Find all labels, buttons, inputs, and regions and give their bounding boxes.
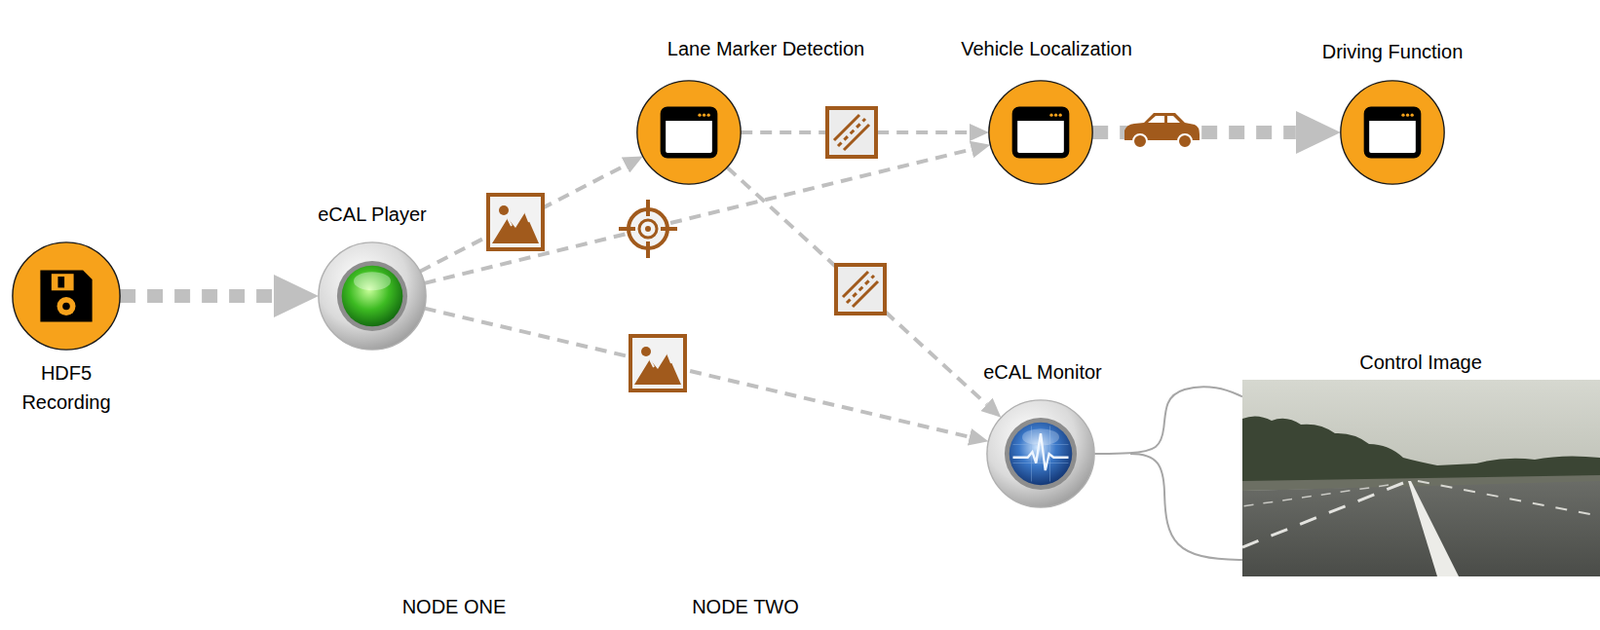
- data-flow-arrow: [424, 308, 970, 438]
- label-holder: HDF5 Recording: [12, 358, 120, 418]
- target-message-icon: [618, 199, 678, 259]
- tool-label: eCAL Monitor: [983, 361, 1103, 383]
- group-label: NODE ONE: [402, 596, 507, 618]
- label-holder: eCAL Monitor: [983, 357, 1103, 387]
- lane-message-icon: [836, 265, 885, 314]
- label-holder: Control Image: [1359, 347, 1483, 378]
- label-holder: eCAL Player: [317, 199, 427, 229]
- image-caption: Control Image: [1359, 351, 1483, 374]
- group-label: NODE TWO: [691, 596, 800, 618]
- circle-outline: [987, 78, 1095, 187]
- process-label: Driving Function: [1322, 40, 1464, 63]
- label-holder: NODE ONE: [402, 592, 507, 622]
- process-label: Lane Marker Detection: [667, 38, 865, 60]
- bracket-connector: [1094, 386, 1243, 455]
- bracket-line: [1130, 454, 1243, 561]
- source-label: HDF5 Recording: [21, 362, 111, 414]
- circle-outline: [1338, 78, 1447, 187]
- image-message-icon: [630, 336, 686, 391]
- data-flow-arrow: [119, 289, 274, 304]
- node-group: NODE ONE eCAL Player: [267, 9, 580, 623]
- data-flow-arrow: [419, 165, 626, 272]
- data-source-circle: HDF5 Recording: [10, 240, 122, 352]
- process-circle: Driving Function: [1338, 78, 1447, 187]
- label-holder: Vehicle Localization: [960, 34, 1133, 64]
- image-message-icon: [488, 194, 543, 250]
- tool-label: eCAL Player: [317, 203, 427, 226]
- image-outline: [1242, 380, 1600, 577]
- data-flow-arrow: [726, 167, 987, 405]
- button-outline: [316, 240, 428, 352]
- button-outline: [985, 398, 1097, 510]
- circle-outline: [10, 240, 122, 352]
- lane-message-icon: [827, 108, 877, 157]
- circle-outline: [635, 78, 743, 187]
- car-message-icon: [1124, 113, 1200, 149]
- label-holder: Driving Function: [1322, 37, 1464, 67]
- monitor-button: eCAL Monitor: [985, 398, 1097, 510]
- process-circle: Lane Marker Detection: [635, 78, 743, 187]
- label-holder: NODE TWO: [691, 592, 800, 622]
- node-group: NODE TWOLane Marker DetectionVehicle Loc…: [611, 9, 1199, 628]
- label-holder: Lane Marker Detection: [667, 34, 865, 64]
- node-panel: [267, 9, 580, 623]
- control-image: Control Image: [1242, 380, 1600, 577]
- process-circle: Vehicle Localization: [987, 78, 1095, 187]
- player-button: eCAL Player: [316, 240, 428, 352]
- process-label: Vehicle Localization: [960, 38, 1133, 60]
